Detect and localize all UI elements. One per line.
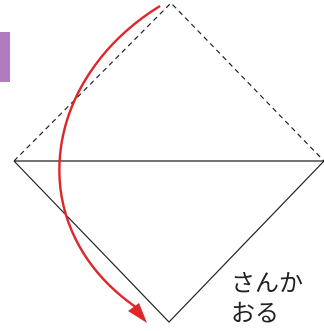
fold-flap-dashed-outline <box>13 2 324 162</box>
fold-direction-arrow <box>58 4 161 311</box>
caption-line-1: さんか <box>231 269 303 297</box>
arrow-head-icon <box>128 303 147 323</box>
step-badge <box>0 32 10 82</box>
caption-line-2: おる <box>231 299 279 327</box>
instruction-caption: さんか おる <box>231 268 303 328</box>
